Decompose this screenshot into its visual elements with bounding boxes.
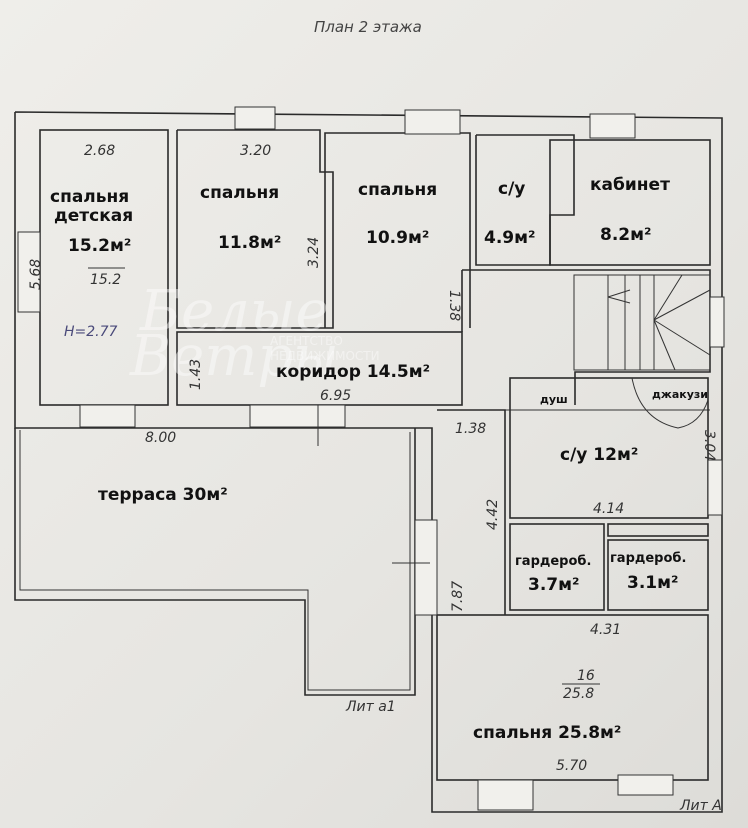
room-office-area: 8.2м² xyxy=(600,225,651,245)
dim-corridor-length: 6.95 xyxy=(320,388,351,404)
dim-stair-width: 1.38 xyxy=(446,290,462,321)
room-kids-name2: детская xyxy=(54,206,133,226)
jacuzzi-tub xyxy=(631,377,709,429)
watermark-logo: Белые Ветры АГЕНТСТВО НЕДВИЖИМОСТИ xyxy=(129,279,380,389)
room-kids-name1: спальня xyxy=(50,187,129,207)
kids-plan-area: 15.2 xyxy=(90,272,121,288)
dim-strip-width: 1.38 xyxy=(455,421,486,437)
room-bedroom2-area: 10.9м² xyxy=(366,228,429,248)
room-wardrobe1-name: гардероб. xyxy=(515,554,591,569)
room-master-name: спальня 25.8м² xyxy=(473,723,621,743)
ceiling-height: H=2.77 xyxy=(64,324,118,340)
room-kids-area: 15.2м² xyxy=(68,236,131,256)
plan-title: План 2 этажа xyxy=(314,18,422,36)
room-bedroom1-area: 11.8м² xyxy=(218,233,281,253)
svg-text:Белые: Белые xyxy=(139,279,329,344)
room-wardrobe2-name: гардероб. xyxy=(610,551,686,566)
dim-kids-length: 5.68 xyxy=(28,259,44,290)
jacuzzi-label: джакузи xyxy=(652,388,708,401)
room-wardrobe2-area: 3.1м² xyxy=(627,573,678,593)
room-wc-small-area: 4.9м² xyxy=(484,228,535,248)
staircase xyxy=(573,274,711,371)
dim-bedroom1-length: 3.24 xyxy=(306,237,322,268)
svg-text:НЕДВИЖИМОСТИ: НЕДВИЖИМОСТИ xyxy=(270,349,380,363)
dim-wc-height: 3.04 xyxy=(701,430,717,461)
dim-bedroom1-width: 3.20 xyxy=(240,143,271,159)
dim-corridor-width: 1.43 xyxy=(188,359,204,390)
room-terrace-name: терраса 30м² xyxy=(98,485,228,505)
dim-strip-lower: 7.87 xyxy=(450,581,466,612)
master-plan-area: 25.8 xyxy=(563,686,594,702)
room-wc-large-name: с/у 12м² xyxy=(560,445,638,465)
room-bedroom2-name: спальня xyxy=(358,180,437,200)
dim-master-bottom: 5.70 xyxy=(556,758,587,774)
dim-wc-width: 4.14 xyxy=(593,501,624,517)
room-bedroom1-name: спальня xyxy=(200,183,279,203)
dim-strip-upper: 4.42 xyxy=(485,499,501,530)
master-plan-num: 16 xyxy=(577,668,595,684)
room-corridor-name: коридор 14.5м² xyxy=(276,362,430,382)
dim-kids-width: 2.68 xyxy=(84,143,115,159)
room-wc-small-name: с/у xyxy=(498,179,525,199)
stair-arrow-icon xyxy=(607,289,631,298)
room-office-name: кабинет xyxy=(590,175,670,195)
room-wardrobe1-area: 3.7м² xyxy=(528,575,579,595)
shower-label: душ xyxy=(540,393,568,406)
dim-master-top: 4.31 xyxy=(590,622,621,638)
lit-a-label: Лит А xyxy=(679,798,722,814)
windows xyxy=(17,106,725,811)
svg-text:Ветры: Ветры xyxy=(129,324,339,389)
lit-a1-label: Лит а1 xyxy=(345,699,396,715)
svg-text:АГЕНТСТВО: АГЕНТСТВО xyxy=(270,334,343,348)
dim-terrace-width: 8.00 xyxy=(145,430,176,446)
